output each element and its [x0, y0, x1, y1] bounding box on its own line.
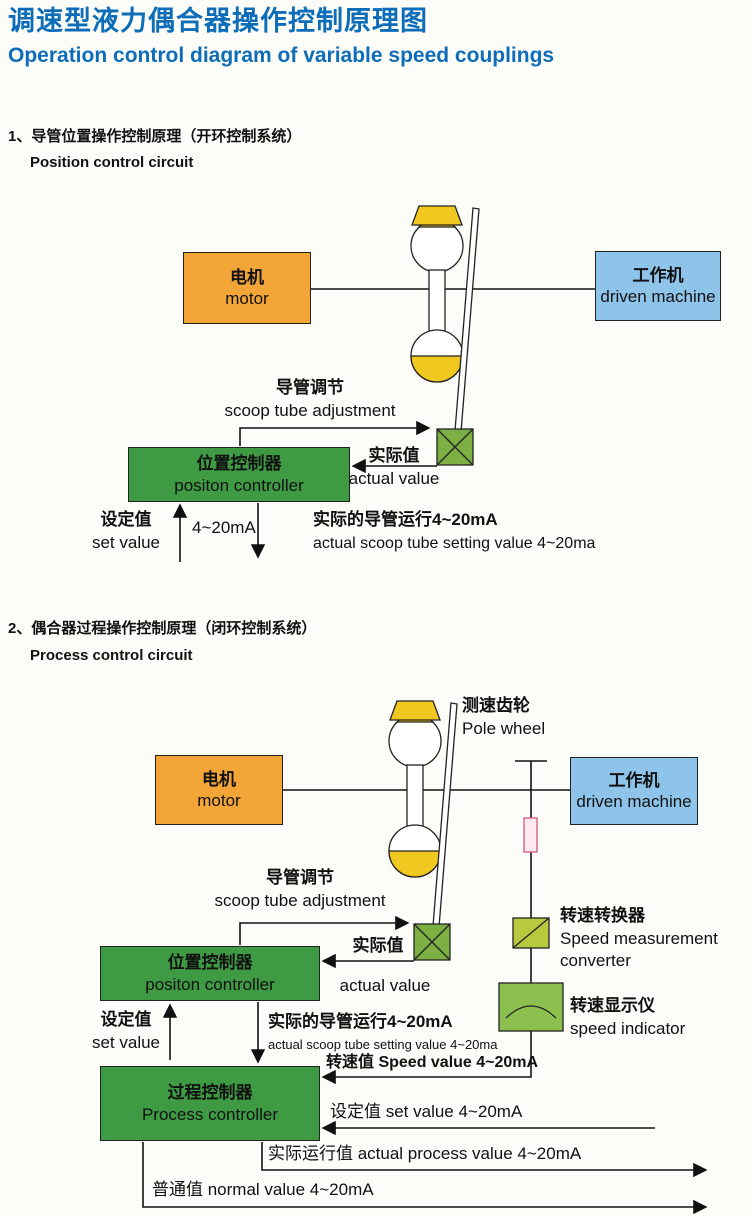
section2-heading: 2、偶合器过程操作控制原理（闭环控制系统）: [8, 620, 317, 637]
s1-set-value-label-en: set value: [91, 533, 161, 552]
s2-scoop-note-zh: 实际的导管运行4~20mA: [268, 1012, 453, 1031]
s2-set-value-line-label: 设定值 set value 4~20mA: [330, 1102, 523, 1121]
s2-pos-controller-label-en: positon controller: [145, 974, 275, 994]
s2-process-controller-label-en: Process controller: [141, 1104, 279, 1124]
page-subtitle: Operation control diagram of variable sp…: [8, 44, 555, 67]
s1-output-note-en: actual scoop tube setting value 4~20ma: [313, 535, 596, 552]
s2-coupling: [388, 700, 458, 961]
s2-process-value-line-label: 实际运行值 actual process value 4~20mA: [268, 1144, 582, 1163]
s1-actuator-symbol: [436, 428, 474, 466]
s2-speed-value-arrow: [321, 1031, 532, 1085]
page-title: 调速型液力偶合器操作控制原理图: [8, 6, 428, 36]
s2-pos-controller-label-zh: 位置控制器: [167, 953, 253, 973]
s1-controller-label-en: positon controller: [174, 475, 304, 495]
s2-converter-label-en2: converter: [560, 951, 631, 970]
s1-coupling-bottom-cap: [410, 355, 464, 383]
section1-subheading: Position control circuit: [30, 154, 194, 171]
s2-coupling-top-wheel: [388, 714, 442, 768]
s2-scoop-adjust-label-zh: 导管调节: [266, 868, 334, 887]
s1-signal-range-label: 4~20mA: [192, 518, 256, 537]
s1-scoop-adjust-arrow: [239, 420, 431, 446]
s2-position-controller-box: 位置控制器 positon controller: [100, 946, 320, 1001]
section2-subheading: Process control circuit: [30, 647, 193, 664]
s1-actual-value-label-en: actual value: [348, 469, 440, 488]
s2-normal-value-arrow: [142, 1142, 708, 1215]
s2-scoop-adjust-label-en: scoop tube adjustment: [214, 891, 386, 910]
s2-process-controller-label-zh: 过程控制器: [167, 1083, 253, 1103]
s2-motor-label-en: motor: [197, 791, 241, 810]
s2-actuator-symbol: [413, 923, 451, 961]
s2-process-value-arrow: [261, 1142, 708, 1178]
s2-driven-label-zh: 工作机: [608, 770, 660, 790]
s2-scoop-adjust-arrow: [239, 915, 410, 945]
section1-heading: 1、导管位置操作控制原理（开环控制系统）: [8, 128, 302, 145]
s2-motor-label-zh: 电机: [202, 769, 236, 789]
s2-converter-label-en1: Speed measurement: [560, 929, 718, 948]
s1-scoop-adjust-label-en: scoop tube adjustment: [224, 401, 396, 420]
s1-wires: [172, 288, 595, 562]
s1-coupling-top-cap: [411, 205, 463, 226]
s1-motor-label-en: motor: [225, 289, 269, 308]
s2-instruments: [498, 817, 564, 1032]
s1-driven-machine-box: 工作机 driven machine: [595, 251, 721, 321]
s1-motor-label-zh: 电机: [230, 267, 264, 287]
s2-motor-box: 电机 motor: [155, 755, 283, 825]
s2-coupling-top-cap: [389, 700, 441, 721]
s1-output-note-zh: 实际的导管运行4~20mA: [313, 510, 498, 529]
s2-wires: [142, 760, 708, 1215]
s1-coupling: [410, 205, 480, 466]
s1-driven-label-zh: 工作机: [632, 265, 684, 285]
s2-actual-value-label-zh: 实际值: [352, 936, 404, 955]
s1-scoop-adjust-label-zh: 导管调节: [276, 378, 344, 397]
s2-speed-value-line-label: 转速值 Speed value 4~20mA: [326, 1054, 539, 1071]
s2-set-value-label-zh: 设定值: [100, 1010, 152, 1029]
s1-coupling-top-wheel: [410, 219, 464, 273]
s1-position-controller-box: 位置控制器 positon controller: [128, 447, 350, 502]
s2-driven-label-en: driven machine: [576, 792, 692, 811]
s1-actual-value-label-zh: 实际值: [368, 446, 420, 465]
s1-driven-label-en: driven machine: [600, 287, 716, 306]
s2-driven-machine-box: 工作机 driven machine: [570, 757, 698, 825]
s1-set-value-label-zh: 设定值: [100, 510, 152, 529]
s1-motor-box: 电机 motor: [183, 252, 311, 324]
s2-set-value-label-en: set value: [91, 1033, 161, 1052]
s2-scoop-note-en: actual scoop tube setting value 4~20ma: [268, 1037, 498, 1052]
s2-speed-indicator-symbol: [498, 982, 564, 1032]
s1-controller-label-zh: 位置控制器: [196, 454, 282, 474]
s2-actual-value-label-en: actual value: [339, 976, 431, 995]
s2-sensor-probe: [523, 817, 538, 853]
s2-indicator-label-zh: 转速显示仪: [570, 996, 655, 1015]
s2-pole-wheel-label-en: Pole wheel: [462, 719, 546, 738]
s2-pole-wheel-label-zh: 测速齿轮: [462, 696, 530, 715]
s2-converter-label-zh: 转速转换器: [560, 906, 645, 925]
s2-normal-value-line-label: 普通值 normal value 4~20mA: [152, 1180, 374, 1199]
s2-speed-converter-symbol: [512, 917, 550, 949]
s2-process-controller-box: 过程控制器 Process controller: [100, 1066, 320, 1141]
s2-indicator-label-en: speed indicator: [570, 1019, 686, 1038]
